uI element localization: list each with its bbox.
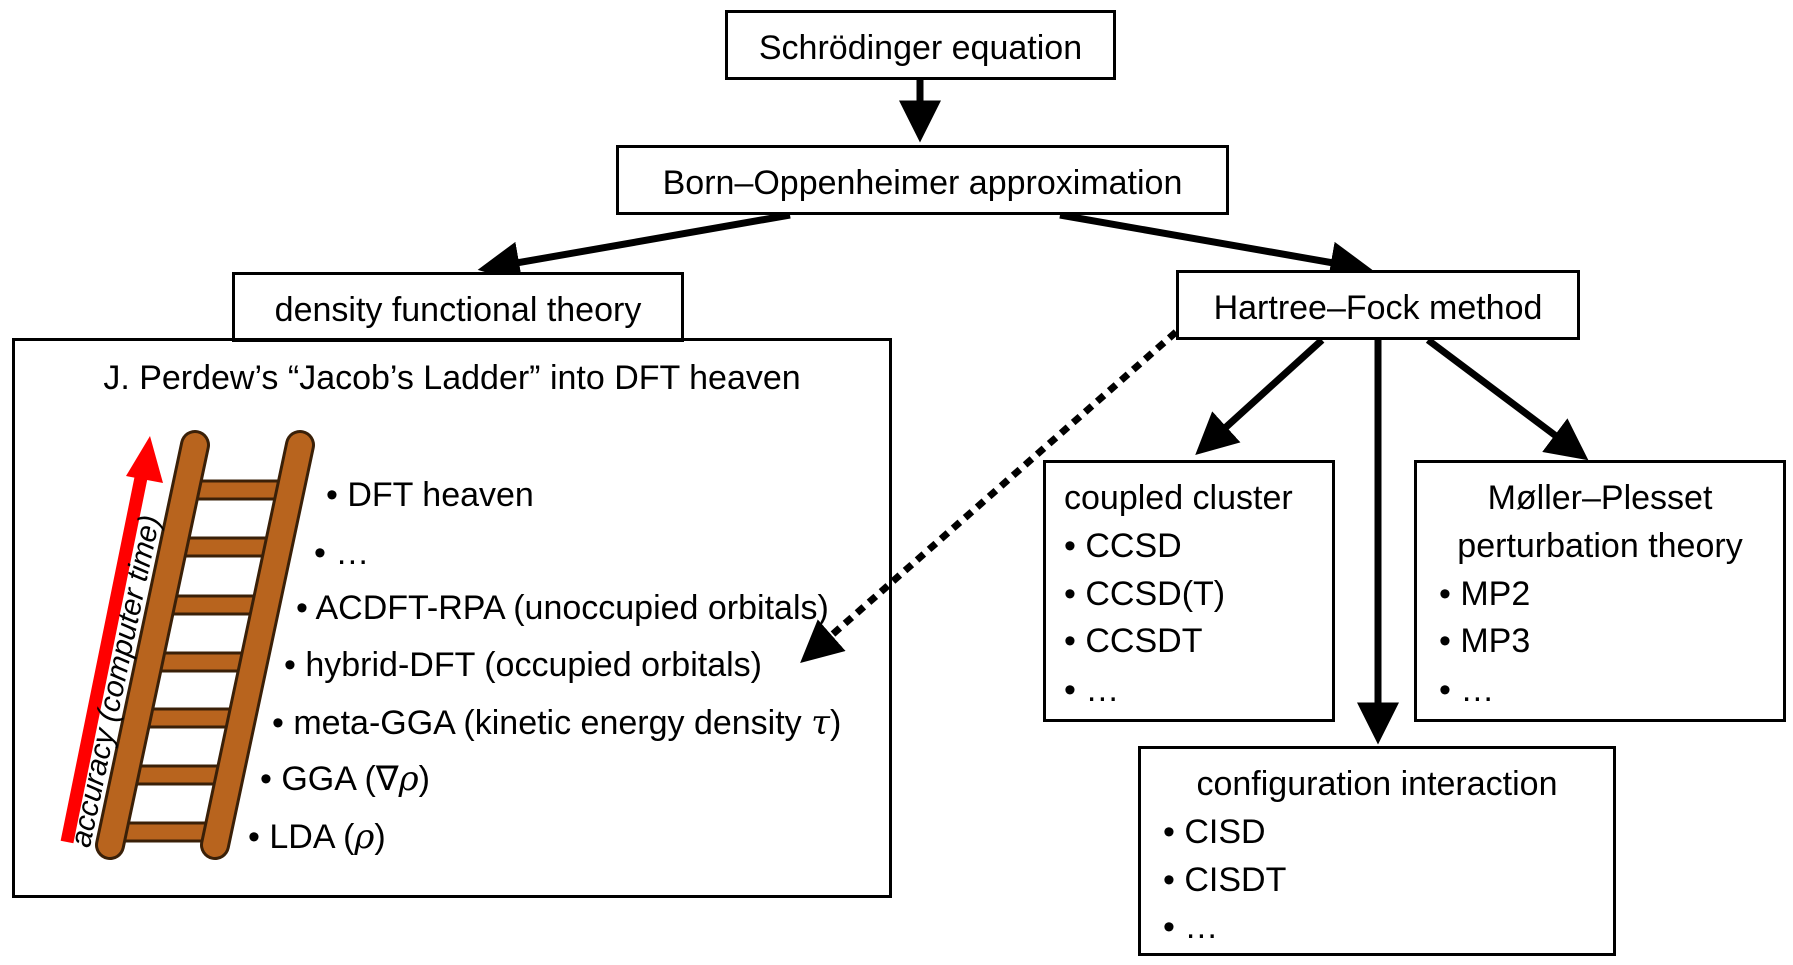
moller-plesset-box: Møller–Plesset perturbation theory • MP2…	[1414, 460, 1786, 722]
list-item: • …	[1163, 908, 1219, 946]
configuration-interaction-box: configuration interaction • CISD • CISDT…	[1138, 746, 1616, 956]
bullet: •	[296, 589, 308, 627]
rung-dft-heaven: • DFT heaven	[326, 476, 534, 514]
configuration-interaction-title: configuration interaction	[1196, 765, 1558, 803]
list-item: • MP2	[1439, 575, 1531, 613]
dft-box: density functional theory	[232, 272, 684, 342]
jacobs-ladder-box: J. Perdew’s “Jacob’s Ladder” into DFT he…	[12, 338, 892, 898]
dotted-arrow-hf-to-hybrid-dft	[800, 329, 1179, 663]
rung-ellipsis: • …	[314, 534, 370, 572]
bullet: •	[248, 818, 260, 856]
arrow-hf-to-coupled-cluster	[1195, 337, 1325, 456]
moller-plesset-title-1: Møller–Plesset	[1487, 479, 1713, 517]
bullet: •	[284, 646, 296, 684]
rung-lda: • LDA (ρ)	[248, 817, 386, 857]
rho-symbol: ρ	[398, 759, 419, 799]
coupled-cluster-title: coupled cluster	[1064, 479, 1293, 517]
schrodinger-box: Schrödinger equation	[725, 10, 1116, 80]
list-item: • MP3	[1439, 622, 1531, 660]
jacobs-ladder	[95, 430, 315, 860]
arrow-bo-to-hartree-fock	[1059, 211, 1373, 284]
rung-meta-gga: • meta-GGA (kinetic energy density τ)	[272, 703, 842, 743]
rung-acdft-rpa: • ACDFT-RPA (unoccupied orbitals)	[296, 589, 829, 627]
list-item: • …	[1064, 671, 1120, 709]
accuracy-arrow	[60, 456, 152, 844]
list-item: • CISDT	[1163, 861, 1287, 899]
rho-symbol: ρ	[354, 817, 375, 857]
bullet: •	[326, 476, 338, 514]
born-oppenheimer-box: Born–Oppenheimer approximation	[616, 145, 1229, 215]
bullet: •	[314, 534, 326, 572]
ladder-title: J. Perdew’s “Jacob’s Ladder” into DFT he…	[103, 359, 801, 397]
accuracy-arrowhead	[126, 436, 163, 483]
list-item: • …	[1439, 671, 1495, 709]
rung-hybrid-dft: • hybrid-DFT (occupied orbitals)	[284, 646, 763, 684]
list-item: • CCSDT	[1064, 622, 1203, 660]
bullet: •	[272, 704, 284, 742]
bullet: •	[260, 760, 272, 798]
list-item: • CISD	[1163, 813, 1266, 851]
rung-gga: • GGA (∇ρ)	[260, 759, 430, 799]
arrow-bo-to-dft	[477, 211, 791, 284]
coupled-cluster-box: coupled cluster • CCSD • CCSD(T) • CCSDT…	[1043, 460, 1335, 722]
moller-plesset-title-2: perturbation theory	[1457, 527, 1743, 565]
list-item: • CCSD	[1064, 527, 1182, 565]
schrodinger-label: Schrödinger equation	[758, 29, 1083, 67]
list-item: • CCSD(T)	[1064, 575, 1226, 613]
arrow-hf-to-moller-plesset	[1425, 337, 1589, 461]
hartree-fock-box: Hartree–Fock method	[1176, 270, 1580, 340]
dft-label: density functional theory	[274, 291, 642, 329]
born-oppenheimer-label: Born–Oppenheimer approximation	[662, 164, 1183, 202]
hartree-fock-label: Hartree–Fock method	[1213, 289, 1543, 327]
ladder-rungs	[109, 479, 294, 843]
tau-symbol: τ	[811, 703, 830, 743]
